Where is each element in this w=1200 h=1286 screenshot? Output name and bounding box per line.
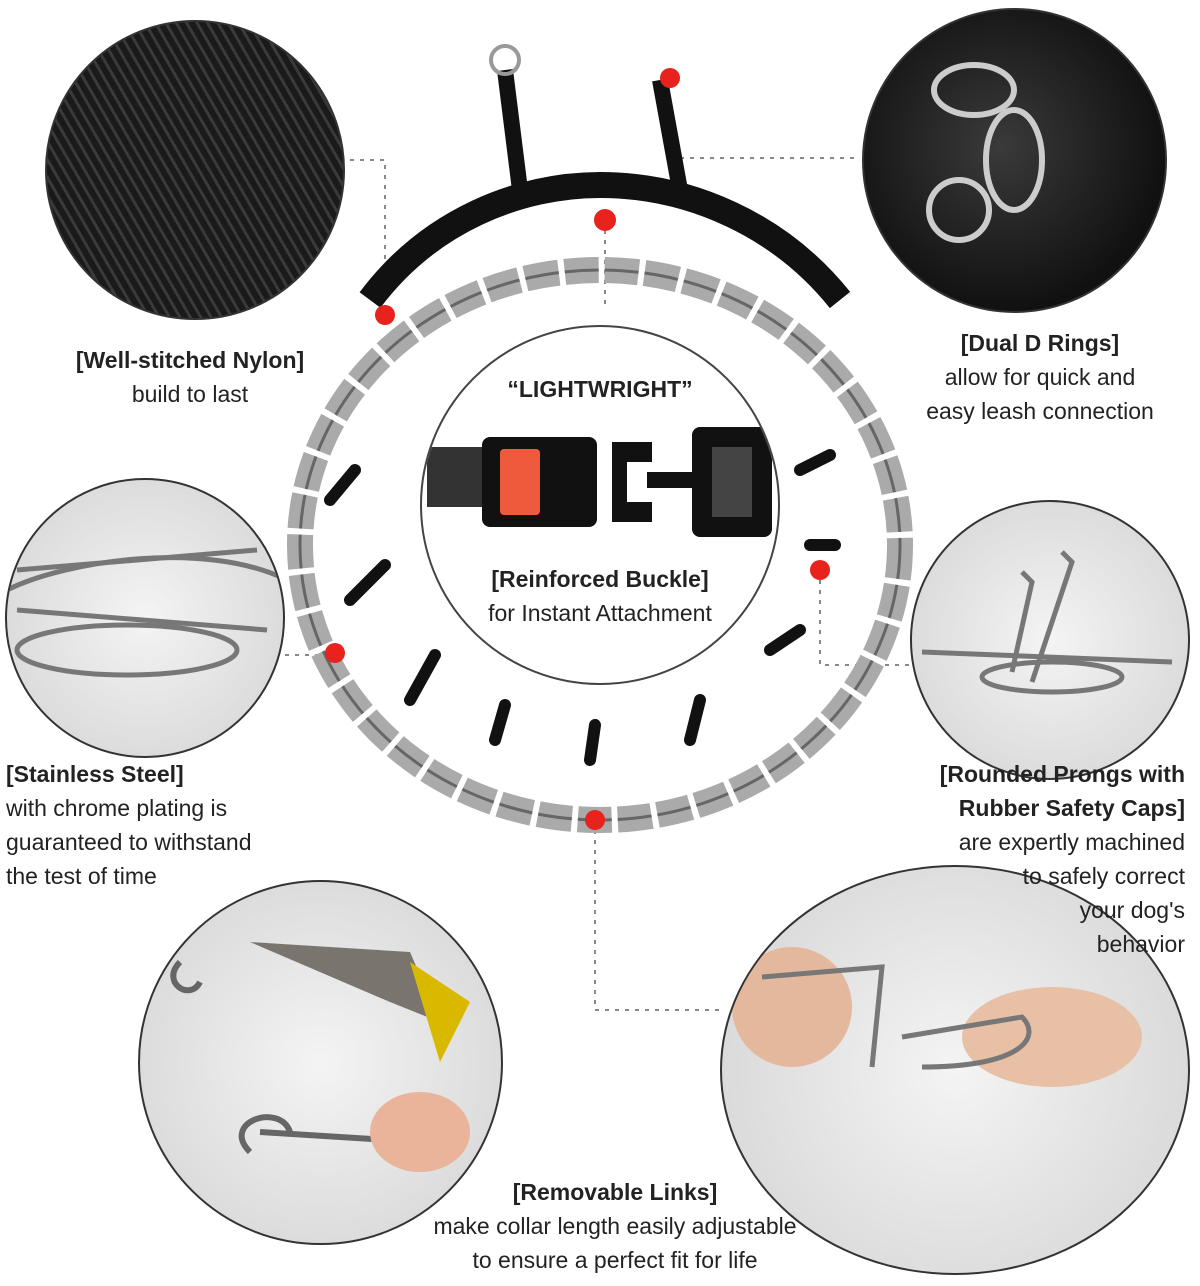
steel-desc-line: with chrome plating is — [6, 795, 228, 821]
nylon-strap — [359, 171, 851, 309]
chain-link-icon — [7, 547, 283, 678]
prongs-desc-line: behavior — [1096, 931, 1185, 957]
steel-closeup-image — [5, 478, 285, 758]
prongs-desc-line: your dog's — [1079, 897, 1185, 923]
d-ring — [489, 44, 521, 76]
steel-desc-line: guaranteed to withstand — [6, 829, 252, 855]
steel-title: [Stainless Steel] — [6, 761, 184, 787]
nylon-closeup-image — [45, 20, 345, 320]
nylon-desc-line: build to last — [131, 381, 249, 407]
prongs-title: [Rounded Prongs with — [939, 761, 1185, 787]
marker-dots — [325, 68, 830, 830]
hands-icon — [732, 947, 1142, 1087]
d-rings-desc-line: allow for quick and — [944, 364, 1136, 390]
d-ring-icon — [926, 62, 1045, 243]
d-rings-closeup-image — [862, 8, 1167, 313]
steel-desc-line: the test of time — [6, 863, 157, 889]
buckle-label: [Reinforced Buckle] for Instant Attachme… — [420, 562, 780, 630]
prongs-closeup-image — [910, 500, 1190, 780]
pliers-icon — [170, 942, 470, 1172]
links-desc-line: to ensure a perfect fit for life — [472, 1247, 758, 1273]
removable-links-image — [138, 880, 503, 1245]
prongs-title: Rubber Safety Caps] — [958, 795, 1185, 821]
links-desc-line: make collar length easily adjustable — [433, 1213, 797, 1239]
prongs-desc-line: to safely correct — [1022, 863, 1185, 889]
buckle-title: [Reinforced Buckle] — [491, 566, 709, 592]
buckle-desc-line: for Instant Attachment — [488, 600, 712, 626]
buckle-heading: “LIGHTWRIGHT” — [507, 376, 693, 402]
links-hands-image — [720, 865, 1190, 1275]
links-title: [Removable Links] — [512, 1179, 718, 1205]
prongs-label: [Rounded Prongs with Rubber Safety Caps]… — [820, 757, 1185, 961]
buckle-circle — [420, 325, 780, 685]
prong-icon — [921, 550, 1173, 695]
d-rings-label: [Dual D Rings] allow for quick and easy … — [895, 326, 1185, 428]
nylon-title: [Well-stitched Nylon] — [75, 347, 305, 373]
rubber-caps — [324, 449, 841, 766]
steel-label: [Stainless Steel] with chrome plating is… — [6, 757, 326, 893]
d-rings-desc-line: easy leash connection — [926, 398, 1154, 424]
prongs-desc-line: are expertly machined — [958, 829, 1185, 855]
links-label: [Removable Links] make collar length eas… — [380, 1175, 850, 1277]
nylon-label: [Well-stitched Nylon] build to last — [40, 343, 340, 411]
d-rings-title: [Dual D Rings] — [960, 330, 1120, 356]
buckle-icon — [427, 427, 772, 537]
